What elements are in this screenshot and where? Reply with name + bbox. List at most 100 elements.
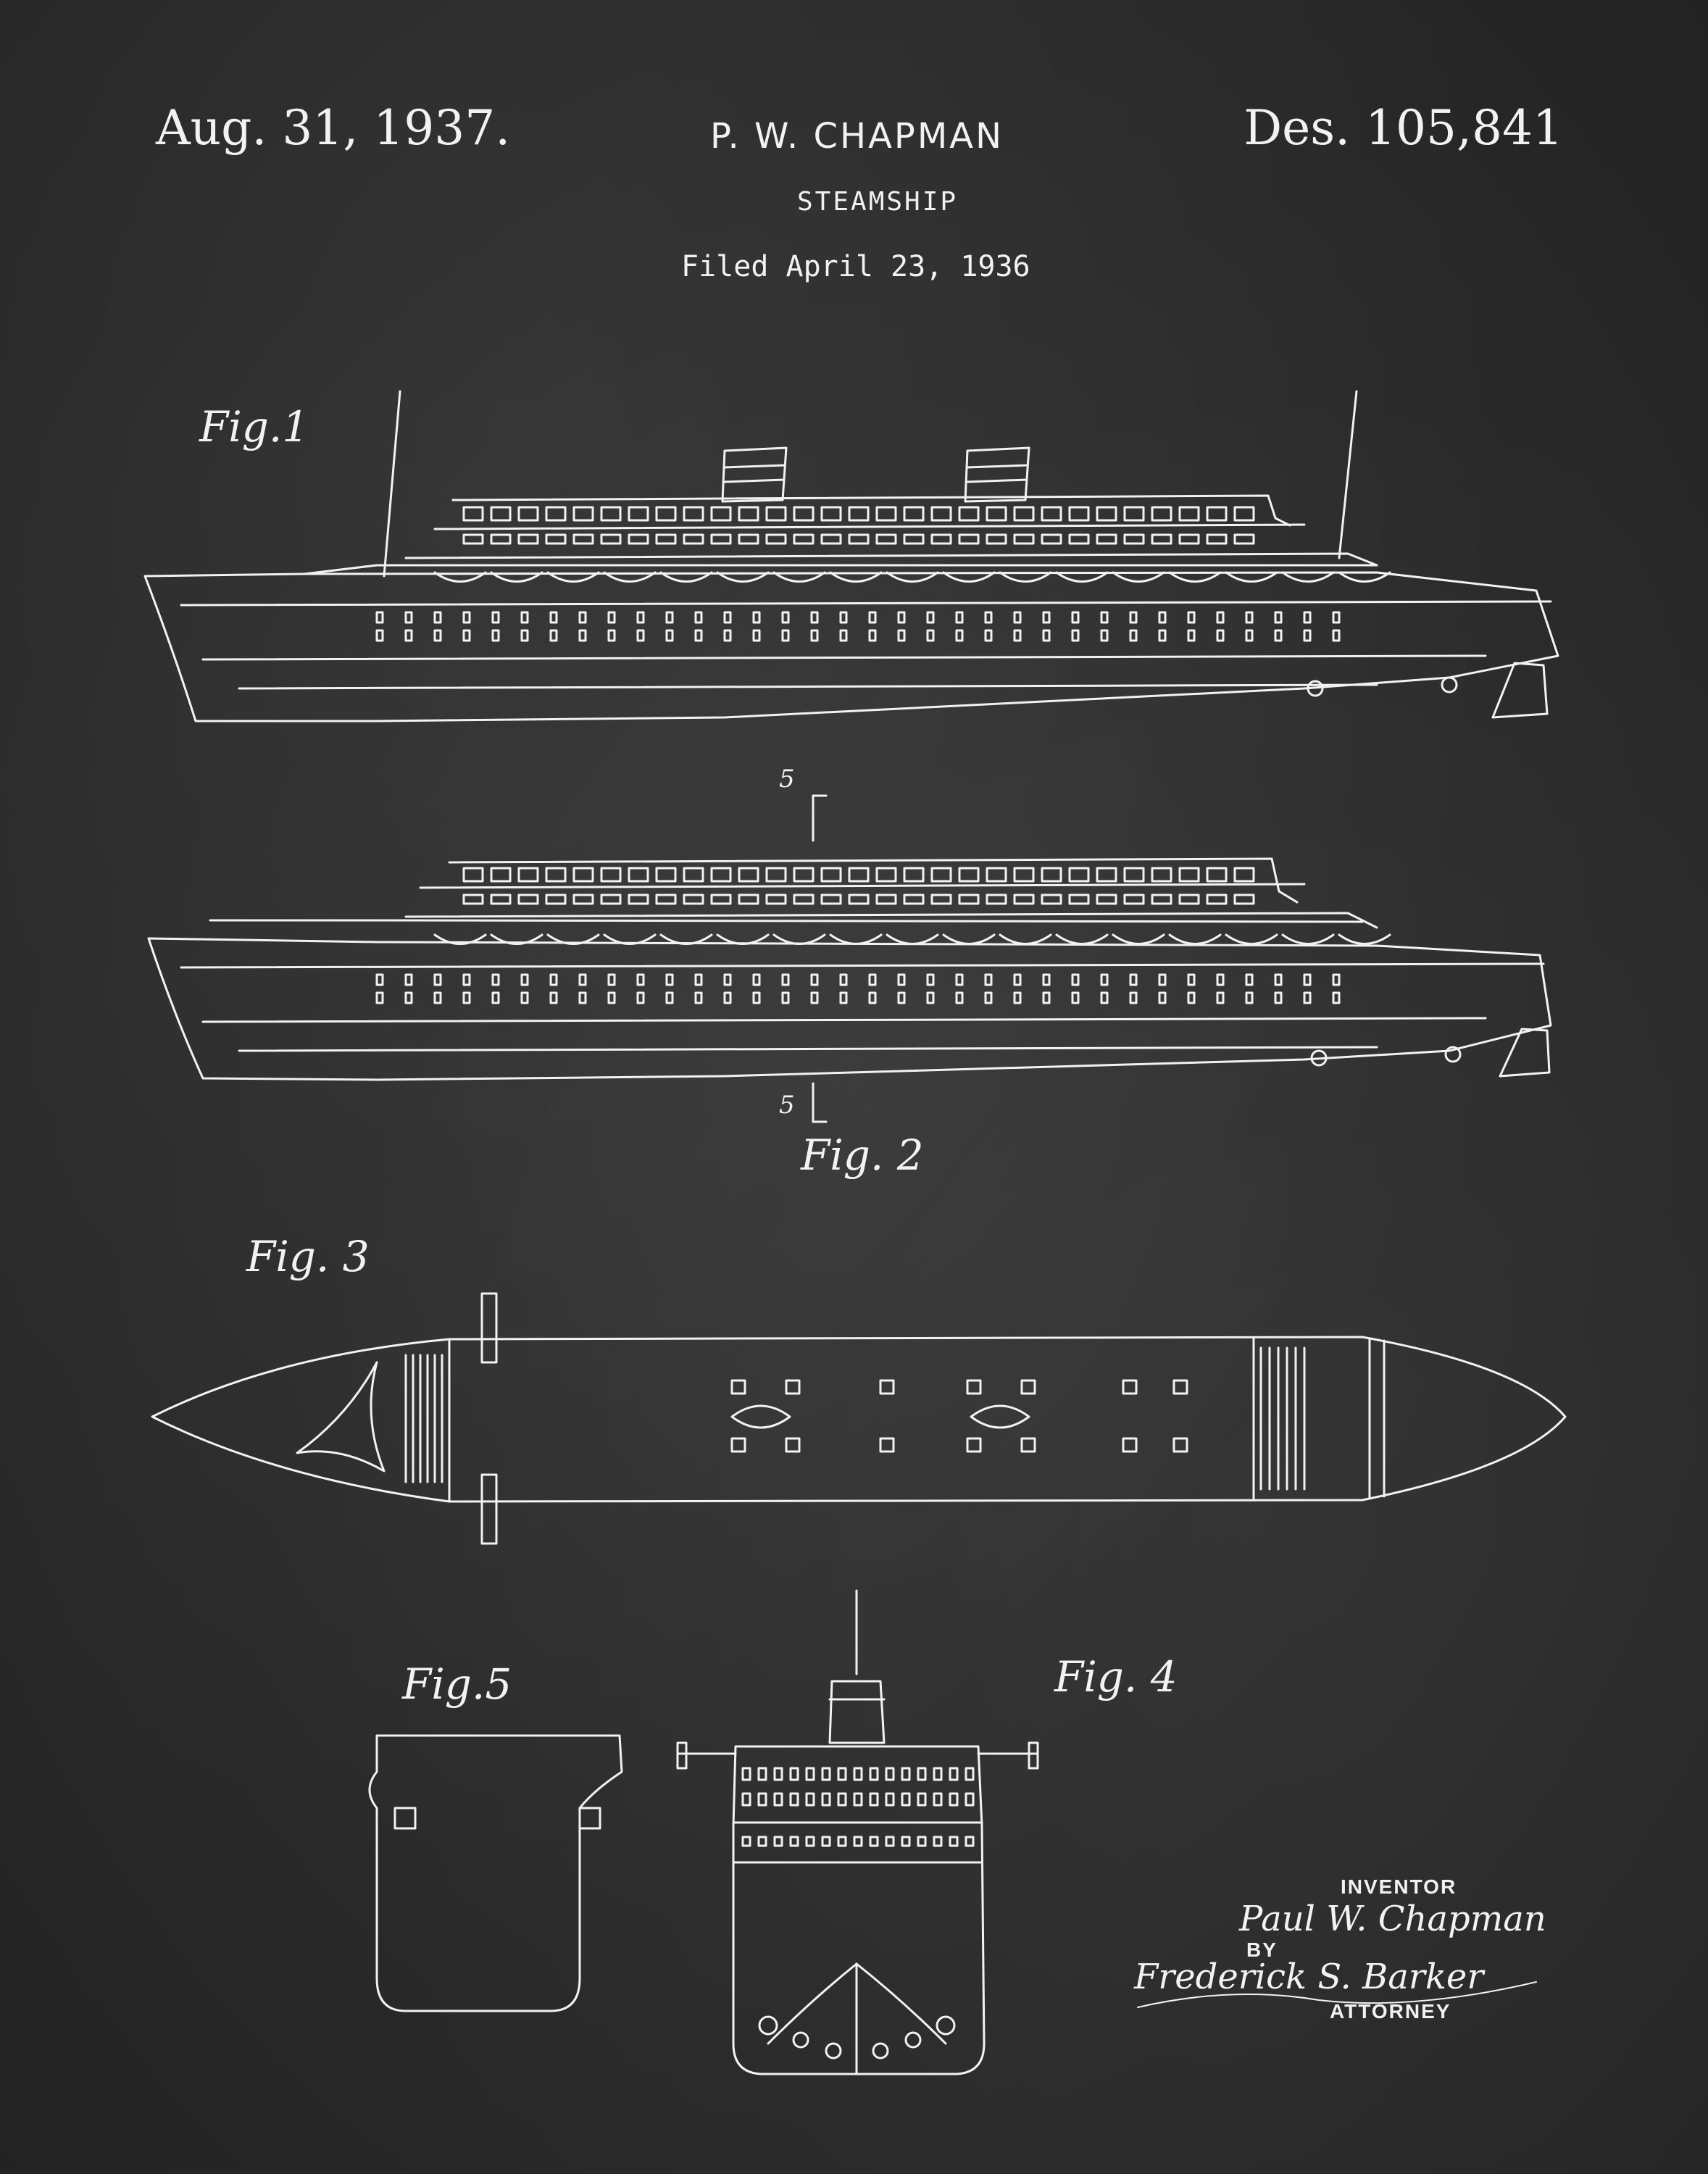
window — [629, 868, 648, 881]
porthole — [986, 975, 991, 985]
window — [464, 895, 483, 904]
porthole — [1188, 612, 1194, 622]
window — [759, 1837, 766, 1846]
porthole — [725, 993, 730, 1003]
porthole — [1072, 993, 1078, 1003]
window — [1152, 535, 1171, 544]
window — [1180, 507, 1199, 520]
porthole — [1101, 612, 1107, 622]
porthole — [1101, 993, 1107, 1003]
section-mark-top: 5 — [779, 765, 795, 794]
porthole — [870, 993, 875, 1003]
filed-date: Filed April 23, 1936 — [681, 250, 1030, 283]
porthole — [580, 612, 586, 622]
window — [629, 895, 648, 904]
porthole — [493, 630, 499, 641]
window — [807, 1794, 814, 1805]
window — [775, 1794, 782, 1805]
porthole — [1217, 630, 1223, 641]
window — [854, 1768, 862, 1780]
window — [877, 895, 896, 904]
lifeboat — [887, 572, 938, 582]
porthole — [377, 612, 383, 622]
window — [904, 868, 923, 881]
window — [1207, 895, 1226, 904]
window — [794, 895, 813, 904]
window — [1070, 535, 1088, 544]
window — [657, 535, 675, 544]
lifeboat — [1339, 572, 1390, 582]
porthole — [638, 975, 643, 985]
porthole — [783, 612, 788, 622]
window — [849, 868, 868, 881]
lifeboat — [774, 572, 825, 582]
window — [794, 535, 813, 544]
window — [904, 535, 923, 544]
window — [1125, 895, 1143, 904]
fig1-ship-side-view — [145, 391, 1558, 721]
window — [1042, 868, 1061, 881]
window — [1235, 535, 1254, 544]
hatch — [786, 1438, 799, 1452]
window — [1180, 868, 1199, 881]
porthole — [580, 975, 586, 985]
porthole — [725, 630, 730, 641]
porthole — [725, 612, 730, 622]
lifeboat — [1057, 935, 1107, 944]
porthole — [986, 993, 991, 1003]
porthole — [1130, 993, 1136, 1003]
window — [684, 868, 703, 881]
inventor-label: INVENTOR — [1341, 1875, 1457, 1898]
window — [684, 895, 703, 904]
propeller — [793, 2033, 808, 2047]
section-mark-bottom: 5 — [779, 1091, 795, 1120]
porthole — [377, 630, 383, 641]
porthole — [377, 993, 383, 1003]
hatch — [1174, 1380, 1187, 1394]
window — [902, 1837, 909, 1846]
lifeboat — [1226, 572, 1277, 582]
hatch — [732, 1438, 745, 1452]
porthole — [928, 630, 933, 641]
window — [519, 895, 538, 904]
fig1-label: Fig.1 — [199, 402, 309, 451]
porthole — [1101, 975, 1107, 985]
lifeboat — [943, 935, 994, 944]
window — [807, 1837, 814, 1846]
porthole — [1217, 612, 1223, 622]
window — [959, 535, 978, 544]
window — [1180, 535, 1199, 544]
window — [657, 507, 675, 520]
window — [519, 507, 538, 520]
porthole — [841, 993, 846, 1003]
porthole — [1275, 975, 1281, 985]
porthole — [1072, 612, 1078, 622]
porthole — [1159, 612, 1165, 622]
porthole — [754, 612, 759, 622]
window — [743, 1794, 750, 1805]
porthole — [754, 993, 759, 1003]
window — [464, 868, 483, 881]
lifeboat — [548, 935, 599, 944]
window — [1235, 507, 1254, 520]
window — [950, 1768, 957, 1780]
window — [791, 1768, 798, 1780]
porthole — [1159, 630, 1165, 641]
porthole — [609, 612, 615, 622]
window — [886, 1768, 893, 1780]
window — [775, 1768, 782, 1780]
porthole — [609, 975, 615, 985]
porthole — [464, 975, 470, 985]
hatch — [1022, 1438, 1035, 1452]
window — [767, 895, 786, 904]
window — [934, 1794, 941, 1805]
window — [959, 507, 978, 520]
porthole — [493, 612, 499, 622]
porthole — [899, 975, 904, 985]
porthole — [1015, 993, 1020, 1003]
window — [574, 507, 593, 520]
window — [574, 868, 593, 881]
window — [1207, 868, 1226, 881]
porthole — [725, 975, 730, 985]
